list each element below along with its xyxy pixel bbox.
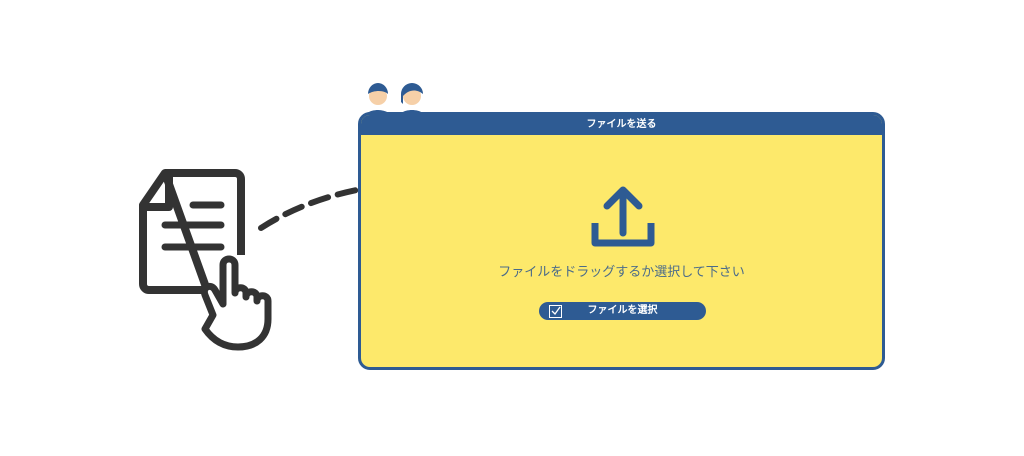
upload-icon <box>591 186 655 247</box>
file-send-window[interactable]: ファイルを送る ファイルをドラッグするか選択して下さい ファイルを選択 <box>358 112 885 370</box>
pointing-hand-icon <box>200 255 272 351</box>
window-title: ファイルを送る <box>361 115 882 135</box>
select-file-label: ファイルを選択 <box>587 305 658 316</box>
document-icon <box>139 169 272 351</box>
drop-prompt: ファイルをドラッグするか選択して下さい <box>498 265 745 280</box>
checkbox-icon <box>549 305 562 318</box>
select-file-button[interactable]: ファイルを選択 <box>539 302 706 320</box>
